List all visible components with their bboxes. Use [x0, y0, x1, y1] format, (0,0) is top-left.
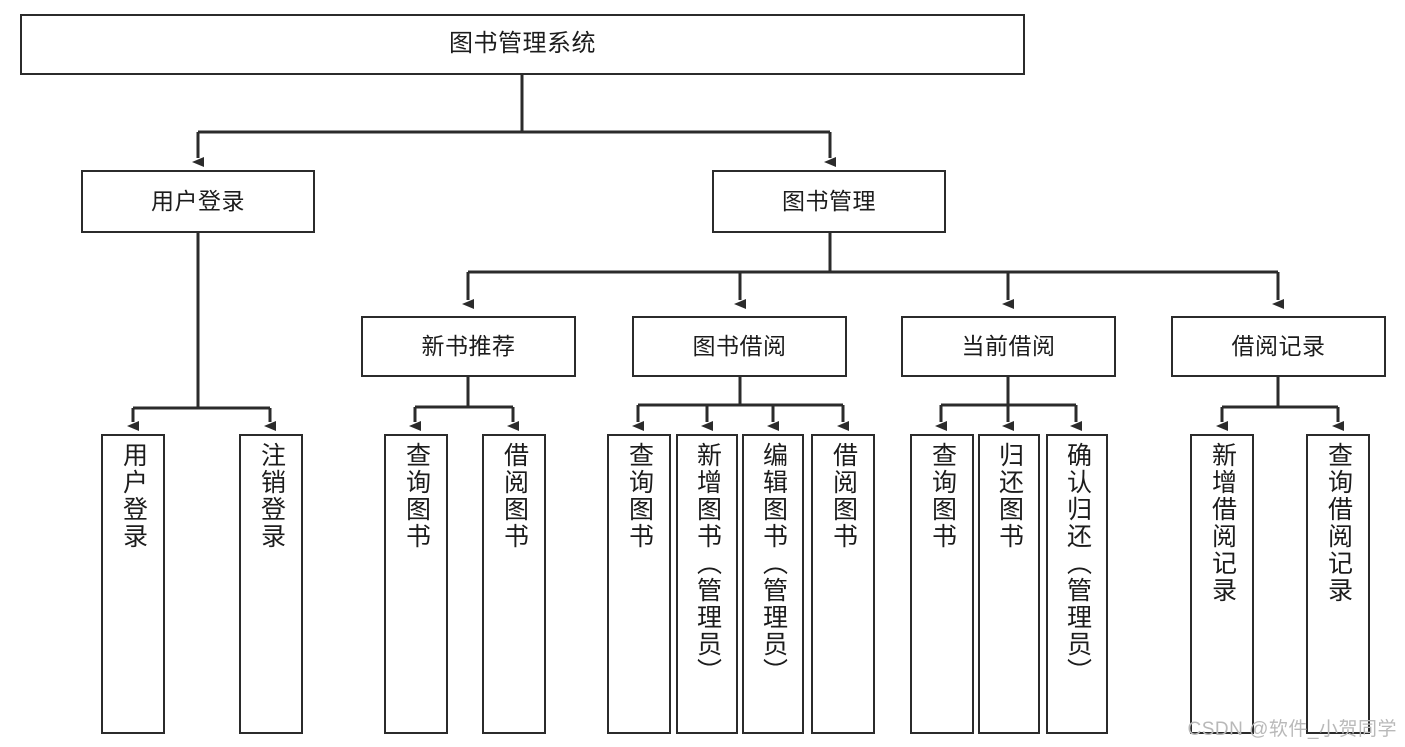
- node-leaf-logout-login[interactable]: 注销登录: [239, 434, 303, 734]
- node-leaf-query-book-2[interactable]: 查询图书: [607, 434, 671, 734]
- node-new-book-recommend-label: 新书推荐: [421, 332, 516, 359]
- node-leaf-query-book-1-label: 查询图书: [402, 442, 431, 550]
- node-leaf-logout-login-label: 注销登录: [257, 442, 286, 550]
- node-leaf-borrow-book-2[interactable]: 借阅图书: [811, 434, 875, 734]
- node-leaf-add-book[interactable]: 新增图书（管理员）: [676, 434, 738, 734]
- node-leaf-user-login[interactable]: 用户登录: [101, 434, 165, 734]
- node-leaf-borrow-book-1-label: 借阅图书: [500, 442, 529, 550]
- node-leaf-confirm-return-label: 确认归还（管理员）: [1063, 442, 1092, 685]
- node-book-borrow[interactable]: 图书借阅: [632, 316, 847, 377]
- node-leaf-query-record[interactable]: 查询借阅记录: [1306, 434, 1370, 734]
- node-leaf-query-book-3[interactable]: 查询图书: [910, 434, 974, 734]
- node-leaf-edit-book-label: 编辑图书（管理员）: [759, 442, 788, 685]
- node-leaf-add-record-label: 新增借阅记录: [1208, 442, 1237, 604]
- node-root-label: 图书管理系统: [449, 30, 596, 58]
- node-leaf-query-book-2-label: 查询图书: [625, 442, 654, 550]
- node-leaf-query-book-1[interactable]: 查询图书: [384, 434, 448, 734]
- node-leaf-query-record-label: 查询借阅记录: [1324, 442, 1353, 604]
- node-book-management-label: 图书管理: [782, 187, 876, 214]
- node-leaf-borrow-book-2-label: 借阅图书: [829, 442, 858, 550]
- node-leaf-query-book-3-label: 查询图书: [928, 442, 957, 550]
- node-leaf-confirm-return[interactable]: 确认归还（管理员）: [1046, 434, 1108, 734]
- node-book-management[interactable]: 图书管理: [712, 170, 946, 233]
- node-user-login[interactable]: 用户登录: [81, 170, 315, 233]
- node-leaf-edit-book[interactable]: 编辑图书（管理员）: [742, 434, 804, 734]
- node-leaf-return-book-label: 归还图书: [995, 442, 1024, 550]
- watermark-text: CSDN @软件_小贺同学: [1187, 719, 1397, 740]
- node-leaf-add-book-label: 新增图书（管理员）: [693, 442, 722, 685]
- node-user-login-label: 用户登录: [151, 187, 245, 214]
- node-current-borrow-label: 当前借阅: [961, 332, 1056, 359]
- node-borrow-record-label: 借阅记录: [1231, 332, 1326, 359]
- node-root[interactable]: 图书管理系统: [20, 14, 1025, 75]
- node-current-borrow[interactable]: 当前借阅: [901, 316, 1116, 377]
- node-leaf-user-login-label: 用户登录: [119, 442, 148, 550]
- node-leaf-borrow-book-1[interactable]: 借阅图书: [482, 434, 546, 734]
- node-leaf-add-record[interactable]: 新增借阅记录: [1190, 434, 1254, 734]
- node-borrow-record[interactable]: 借阅记录: [1171, 316, 1386, 377]
- node-leaf-return-book[interactable]: 归还图书: [978, 434, 1040, 734]
- node-new-book-recommend[interactable]: 新书推荐: [361, 316, 576, 377]
- node-book-borrow-label: 图书借阅: [692, 332, 787, 359]
